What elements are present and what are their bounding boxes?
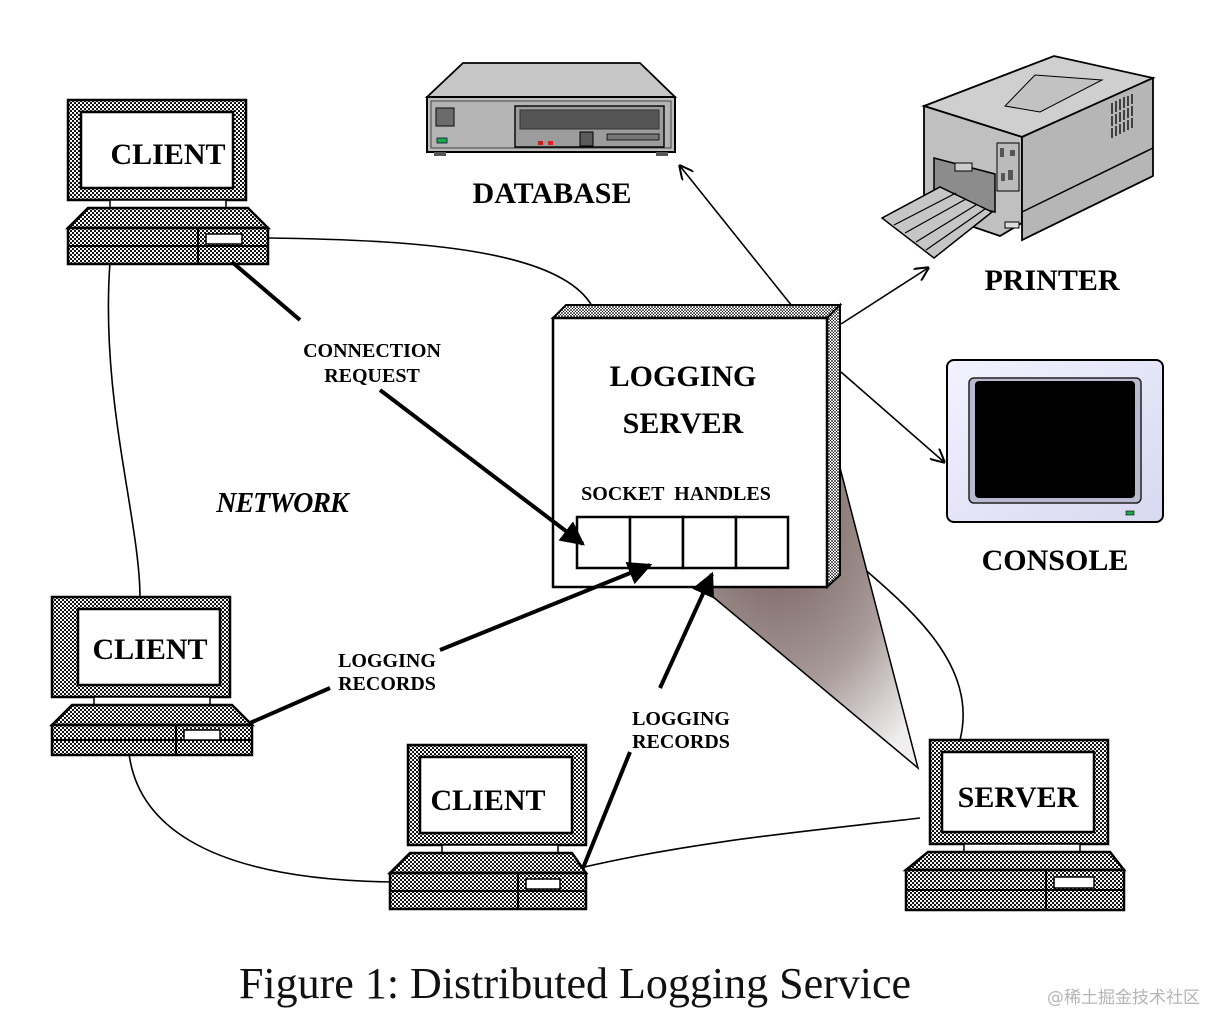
logging-records-left-line1: LOGGING [338,650,436,672]
database-device[interactable] [424,62,678,156]
socket-handle-3[interactable] [681,515,738,570]
logging-server-title-line2: SERVER [623,407,744,440]
arrow-to-database [680,166,793,307]
printer-label: PRINTER [984,264,1119,297]
printer-device[interactable] [880,55,1156,259]
server-computer[interactable] [902,738,1127,912]
connection-request-arrow [230,260,583,544]
client-middle-label: CLIENT [92,633,207,666]
client-middle[interactable] [48,595,256,757]
watermark: @稀土掘金技术社区 [1047,988,1200,1008]
logging-records-bottom-arrow [581,574,712,869]
client-bottom-label: CLIENT [430,784,545,817]
socket-handles-label: SOCKET HANDLES [581,483,771,505]
client-top-label: CLIENT [110,138,225,171]
figure-caption: Figure 1: Distributed Logging Service [238,959,912,1008]
connection-request-label-line1: CONNECTION [303,340,441,362]
connection-request-label-line2: REQUEST [324,365,420,387]
logging-records-bottom-line2: RECORDS [632,731,730,753]
database-label: DATABASE [473,177,632,210]
socket-handle-1[interactable] [575,515,632,570]
console-monitor[interactable] [946,359,1164,523]
server-label: SERVER [958,781,1079,814]
client-top[interactable] [64,98,272,266]
client-bottom[interactable] [386,743,589,911]
arrow-to-printer [840,268,928,325]
logging-records-bottom-line1: LOGGING [632,708,730,730]
network-label: NETWORK [215,488,351,519]
socket-handle-4[interactable] [734,515,790,570]
logging-records-left-arrow [249,565,650,725]
console-label: CONSOLE [982,544,1129,577]
network-boundary [107,237,964,883]
socket-handle-2[interactable] [628,515,685,570]
arrow-to-console [840,371,944,462]
socket-handles [575,515,790,570]
logging-records-left-line2: RECORDS [338,673,436,695]
logging-server-title-line1: LOGGING [610,360,757,393]
